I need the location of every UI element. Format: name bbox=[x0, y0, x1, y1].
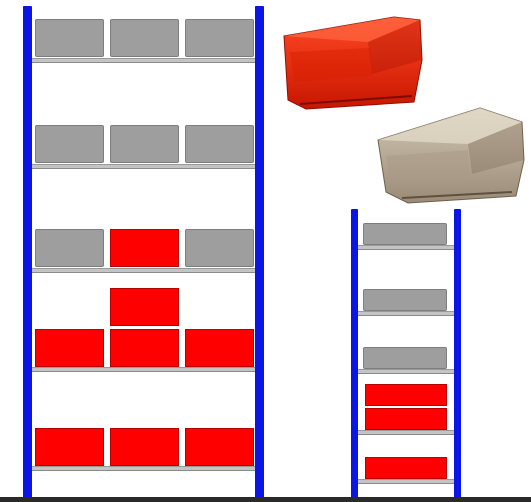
shelf-beam bbox=[32, 58, 255, 63]
bin-gray bbox=[185, 125, 254, 163]
shelf-beam bbox=[358, 430, 454, 435]
bin-gray bbox=[35, 229, 104, 267]
bin-red bbox=[365, 457, 447, 479]
bin-red bbox=[185, 329, 254, 367]
bin-gray bbox=[35, 19, 104, 57]
red-storage-bin-photo bbox=[276, 12, 426, 112]
shelf-beam bbox=[32, 466, 255, 471]
short-rack-right-upright bbox=[454, 209, 461, 499]
bin-gray bbox=[363, 347, 447, 369]
bin-red bbox=[365, 408, 447, 430]
bin-red bbox=[110, 229, 179, 267]
bin-red bbox=[365, 384, 447, 406]
tall-rack-left-upright bbox=[23, 6, 32, 499]
tall-rack-right-upright bbox=[255, 6, 264, 499]
shelf-beam bbox=[32, 164, 255, 169]
short-rack-left-upright bbox=[351, 209, 358, 499]
bin-gray bbox=[110, 125, 179, 163]
bin-gray bbox=[185, 19, 254, 57]
shelf-beam bbox=[358, 479, 454, 484]
bin-red bbox=[185, 428, 254, 466]
shelf-beam bbox=[32, 268, 255, 273]
bin-red bbox=[35, 428, 104, 466]
bin-red bbox=[110, 428, 179, 466]
bin-gray bbox=[35, 125, 104, 163]
bin-gray bbox=[363, 289, 447, 311]
shelf-beam bbox=[358, 245, 454, 250]
bin-gray bbox=[185, 229, 254, 267]
bin-gray bbox=[363, 223, 447, 245]
bin-red bbox=[35, 329, 104, 367]
shelf-beam bbox=[358, 369, 454, 374]
shelf-beam bbox=[358, 311, 454, 316]
bin-red-stacked bbox=[110, 288, 179, 326]
shelf-beam bbox=[32, 367, 255, 372]
bin-red bbox=[110, 329, 179, 367]
floor-line bbox=[0, 497, 531, 502]
beige-storage-bin-photo bbox=[372, 104, 528, 204]
bin-gray bbox=[110, 19, 179, 57]
